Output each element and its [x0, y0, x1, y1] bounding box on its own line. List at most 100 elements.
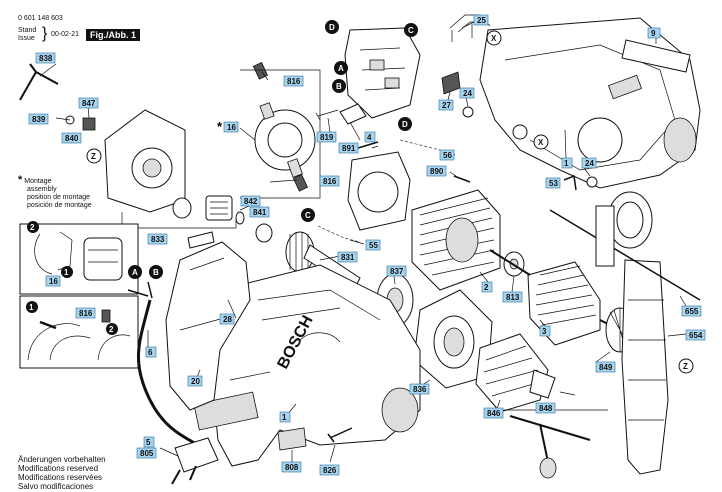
nut-24a: [462, 106, 474, 118]
svg-text:2: 2: [109, 325, 114, 334]
marker-A1: A: [334, 61, 348, 75]
svg-text:831: 831: [341, 253, 355, 262]
label-4: 4: [364, 131, 376, 143]
svg-text:1: 1: [64, 268, 69, 277]
marker-A2: A: [128, 265, 142, 279]
legend-line-3: position de montage: [27, 194, 91, 201]
label-816-mid: 816: [319, 175, 340, 187]
label-842: 842: [240, 195, 261, 207]
legend-line-4: posición de montage: [27, 202, 92, 209]
label-816-top: 816: [283, 75, 304, 87]
marker-C1: C: [404, 23, 418, 37]
svg-text:1: 1: [29, 303, 34, 312]
note-de: Änderungen vorbehalten: [18, 455, 106, 464]
svg-text:848: 848: [539, 404, 553, 413]
assembly-legend: * Montage assembly position de montage p…: [18, 175, 92, 210]
label-847: 847: [78, 97, 99, 109]
marker-X1: X: [486, 30, 502, 46]
svg-text:816: 816: [323, 177, 337, 186]
svg-text:B: B: [153, 268, 159, 277]
svg-text:654: 654: [689, 331, 703, 340]
svg-text:847: 847: [82, 99, 96, 108]
label-805: 805: [136, 447, 157, 459]
svg-text:841: 841: [253, 208, 267, 217]
label-1-top: 1: [561, 157, 573, 169]
svg-text:837: 837: [390, 267, 404, 276]
rating-plate: [621, 39, 691, 73]
marker-C2: C: [301, 208, 315, 222]
label-6: 6: [145, 346, 157, 358]
screw-891: [357, 141, 379, 149]
svg-text:4: 4: [367, 133, 372, 142]
svg-text:846: 846: [487, 409, 501, 418]
marker-B2: B: [149, 265, 163, 279]
svg-text:816: 816: [287, 77, 301, 86]
label-839: 839: [28, 113, 49, 125]
svg-text:839: 839: [32, 115, 46, 124]
svg-text:C: C: [305, 211, 311, 220]
label-9: 9: [647, 27, 661, 39]
svg-text:16: 16: [227, 123, 236, 132]
svg-text:Z: Z: [91, 152, 96, 161]
label-848: 848: [535, 402, 556, 414]
inset-bottom-drawing: [27, 309, 131, 361]
svg-text:53: 53: [549, 179, 558, 188]
label-28: 28: [219, 313, 235, 325]
svg-text:1: 1: [564, 159, 569, 168]
screw-819: [315, 109, 339, 121]
svg-text:28: 28: [223, 315, 232, 324]
drill-chuck: [475, 333, 556, 413]
needle-bearing: [255, 223, 273, 243]
label-826: 826: [319, 464, 340, 476]
issue-date: 00-02-21: [51, 31, 80, 38]
label-27: 27: [438, 99, 454, 111]
stand-label: Stand: [18, 27, 37, 34]
svg-text:5: 5: [146, 438, 151, 447]
svg-text:826: 826: [323, 466, 337, 475]
marker-D2: D: [398, 117, 412, 131]
carbon-brush-bottom: [292, 174, 309, 192]
svg-text:849: 849: [599, 363, 613, 372]
label-55: 55: [365, 239, 381, 251]
auxiliary-handle: [549, 191, 701, 475]
label-808: 808: [281, 461, 302, 473]
svg-text:A: A: [338, 64, 344, 73]
label-841: 841: [249, 206, 270, 218]
svg-text:16: 16: [49, 277, 58, 286]
marker-Z1: Z: [86, 148, 102, 164]
svg-text:55: 55: [369, 241, 378, 250]
svg-text:56: 56: [443, 151, 452, 160]
handle-cover: [165, 241, 251, 411]
label-849: 849: [595, 361, 616, 373]
svg-text:816: 816: [79, 309, 93, 318]
legend-line-1: Montage: [24, 178, 52, 185]
label-831: 831: [337, 251, 358, 263]
svg-text:891: 891: [342, 144, 356, 153]
svg-text:805: 805: [140, 449, 154, 458]
svg-text:819: 819: [320, 133, 334, 142]
modification-notes: Änderungen vorbehalten Modifications res…: [18, 455, 106, 491]
svg-text:890: 890: [430, 167, 444, 176]
issue-label: Issue: [18, 35, 35, 42]
label-840: 840: [61, 132, 82, 144]
svg-text:1: 1: [282, 413, 287, 422]
svg-text:6: 6: [148, 348, 153, 357]
label-53: 53: [545, 177, 561, 189]
label-sticker: [277, 427, 307, 451]
label-891: 891: [338, 142, 359, 154]
label-25: 25: [473, 14, 489, 26]
label-819: 819: [316, 131, 337, 143]
label-838: 838: [35, 52, 56, 64]
label-833: 833: [147, 233, 168, 245]
svg-text:808: 808: [285, 463, 299, 472]
doc-number: 0 601 148 603: [18, 15, 63, 22]
svg-text:X: X: [491, 34, 497, 43]
label-2: 2: [481, 281, 493, 293]
svg-text:3: 3: [542, 327, 547, 336]
label-846: 846: [483, 407, 504, 419]
label-20: 20: [187, 375, 203, 387]
label-654: 654: [685, 329, 706, 341]
screw-826: [327, 427, 353, 443]
svg-text:838: 838: [39, 54, 53, 63]
label-836: 836: [409, 383, 430, 395]
